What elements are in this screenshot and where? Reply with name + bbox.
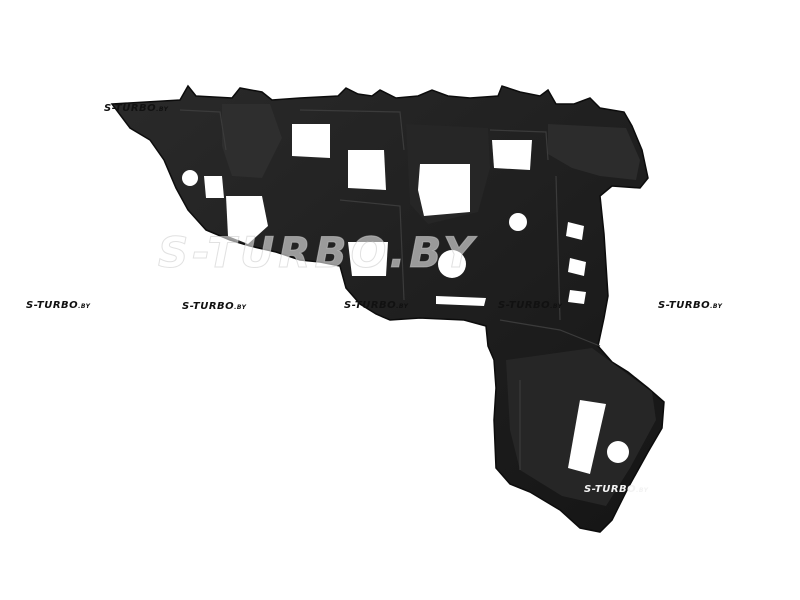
cutout-right-slot [492, 140, 532, 170]
bracket-top-face [222, 104, 282, 178]
cutout-side-slot-2 [568, 258, 586, 276]
cutout-lower-window [348, 242, 388, 276]
watermark-large: S-TURBO.BY [157, 228, 478, 278]
watermark-small-top-left: S-TURBO.BY [104, 103, 169, 114]
cutout-center-hole [438, 250, 466, 278]
bracket-edge-lines [179, 109, 601, 470]
watermark-small-center-left: S-TURBO.BY [182, 301, 247, 312]
cutout-square-window [348, 150, 386, 190]
cutout-bottom-slot [436, 296, 486, 306]
watermark-small-bottom-right: S-TURBO.BY [584, 484, 649, 495]
watermark-small-center: S-TURBO.BY [344, 300, 409, 311]
cutout-left-slot [204, 176, 224, 198]
cutout-side-slot-1 [566, 222, 584, 240]
cutout-side-slot-3 [568, 290, 586, 304]
cutout-center-window [418, 164, 470, 216]
watermark-small-right: S-TURBO.BY [658, 300, 723, 311]
cutout-left-window [226, 196, 268, 244]
cutout-leg-window [568, 400, 606, 474]
watermark-small-left: S-TURBO.BY [26, 300, 91, 311]
cutout-leg-hole [607, 441, 629, 463]
cutout-small-hole [509, 213, 527, 231]
watermark-small-center-right: S-TURBO.BY [498, 300, 563, 311]
cutout-upper-window [292, 124, 330, 158]
bracket-right-face [548, 124, 640, 180]
cutout-left-hole [182, 170, 198, 186]
